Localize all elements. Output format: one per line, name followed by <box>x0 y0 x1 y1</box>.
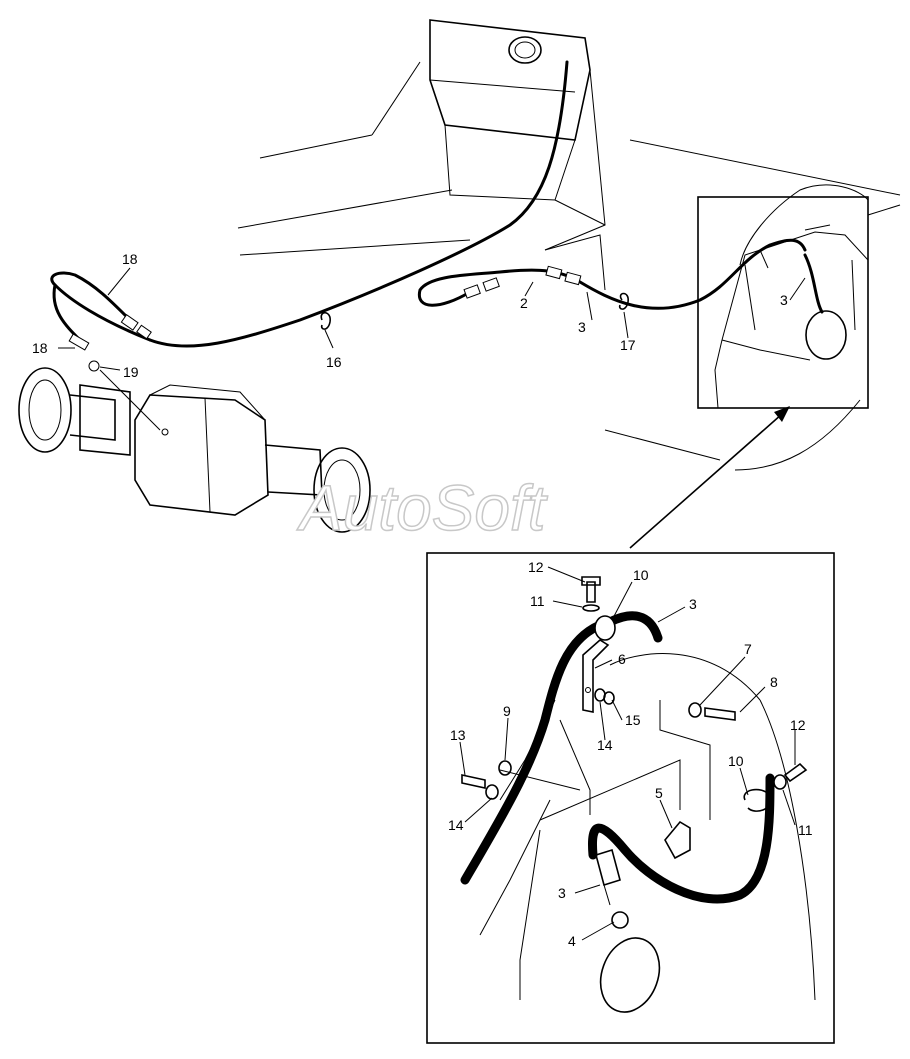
callout-11-right: 11 <box>798 822 813 838</box>
callout-18-top: 18 <box>122 251 138 267</box>
rear-axle <box>18 367 371 533</box>
callout-14-upper: 14 <box>597 737 613 753</box>
callout-10-top: 10 <box>633 567 649 583</box>
callout-3-detail-top: 3 <box>689 596 697 612</box>
callout-4: 4 <box>568 933 576 949</box>
detail-inset <box>426 552 835 1044</box>
callout-12-top: 12 <box>528 559 544 575</box>
brake-cable-run <box>50 60 824 431</box>
callout-7: 7 <box>744 641 752 657</box>
watermark: AutoSoft <box>296 472 548 544</box>
vehicle-outline <box>237 19 901 471</box>
callout-2: 2 <box>520 295 528 311</box>
callout-5: 5 <box>655 785 663 801</box>
detail-pointer-arrow <box>629 406 790 549</box>
callout-14-lower: 14 <box>448 817 464 833</box>
inset-box-top <box>697 184 901 409</box>
callout-15: 15 <box>625 712 641 728</box>
callout-3-sensor: 3 <box>558 885 566 901</box>
callout-17: 17 <box>620 337 636 353</box>
callout-6: 6 <box>618 651 626 667</box>
callout-18-left: 18 <box>32 340 48 356</box>
callout-10-right: 10 <box>728 753 744 769</box>
callout-11-top: 11 <box>530 593 545 609</box>
callout-16: 16 <box>326 354 342 370</box>
callout-leaders <box>58 267 806 941</box>
callout-19: 19 <box>123 364 139 380</box>
callout-3-inset: 3 <box>780 292 788 308</box>
callout-3-cable: 3 <box>578 319 586 335</box>
callout-13: 13 <box>450 727 466 743</box>
callout-12-right: 12 <box>790 717 806 733</box>
callout-9: 9 <box>503 703 511 719</box>
callout-8: 8 <box>770 674 778 690</box>
callout-labels: 18 18 19 16 2 3 17 3 12 10 3 11 6 7 8 9 … <box>32 251 813 949</box>
